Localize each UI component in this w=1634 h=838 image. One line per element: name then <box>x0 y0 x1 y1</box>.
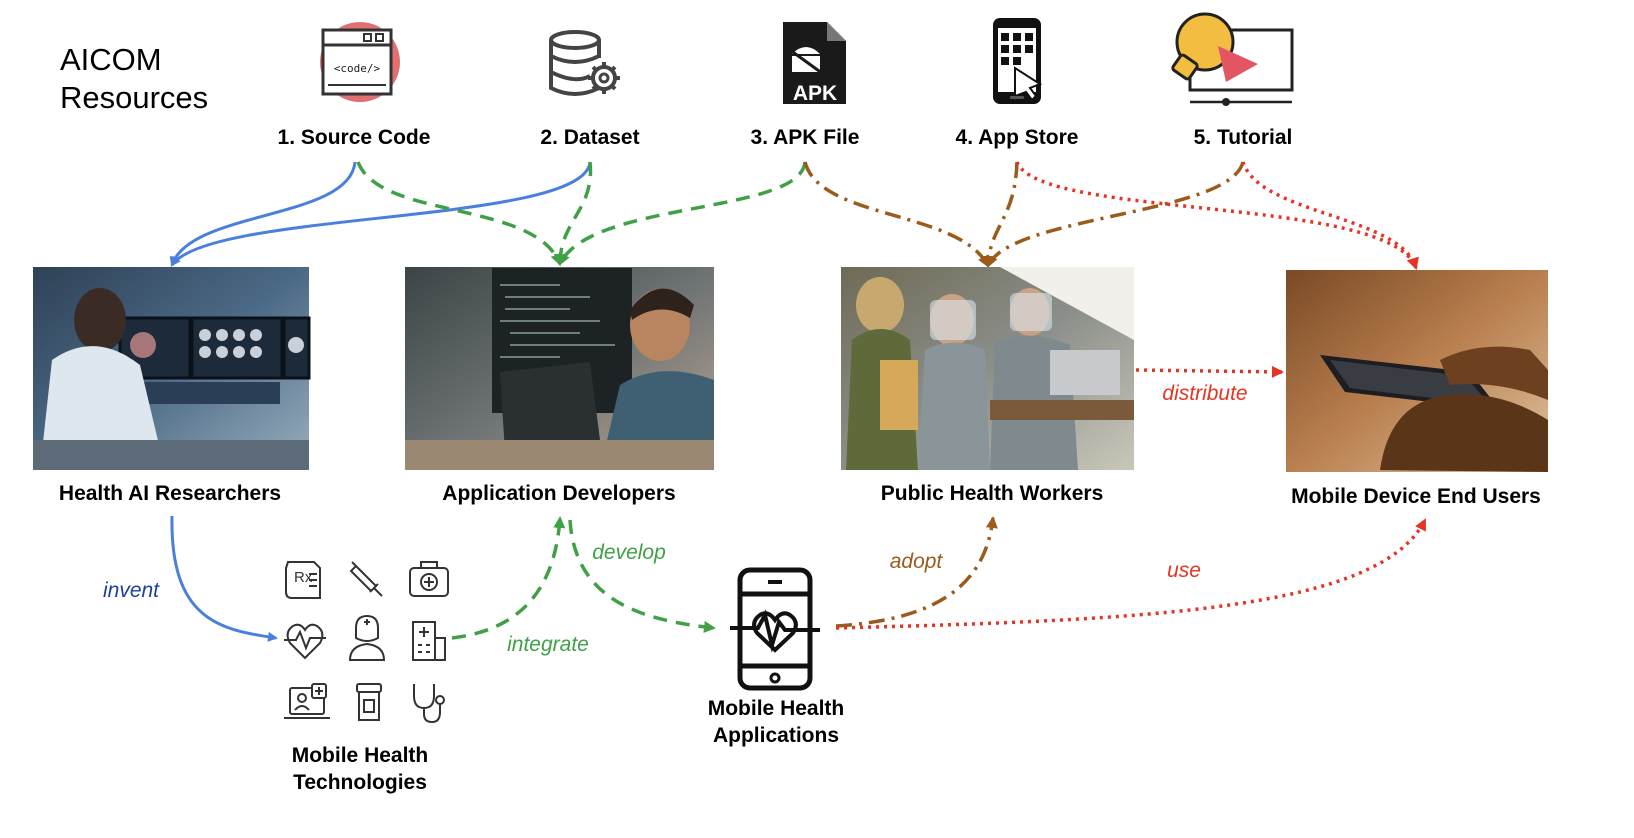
resource-label-source-code: 1. Source Code <box>278 126 431 149</box>
prescription-icon: Rx <box>285 561 321 599</box>
arrow-workers-to-endusers <box>1135 365 1284 378</box>
resource-label-apk-file: 3. APK File <box>751 126 860 149</box>
edge-label-use: use <box>1167 559 1201 582</box>
svg-text:Rx: Rx <box>294 569 313 586</box>
arrow-developers-to-applications <box>568 519 716 633</box>
hand-holding-phone-photo <box>1286 270 1548 472</box>
first-aid-kit-icon <box>409 561 449 597</box>
heartbeat-icon <box>284 623 326 660</box>
stakeholder-label-developers: Application Developers <box>442 482 675 505</box>
edge-label-invent: invent <box>103 579 160 602</box>
title-line-1: AICOM <box>60 42 162 77</box>
edge-label-adopt: adopt <box>890 550 944 573</box>
apk-icon-text: APK <box>793 82 837 105</box>
code-window-icon: <code/> <box>320 22 400 102</box>
pill-bottle-icon <box>356 683 382 721</box>
smartphone-app-grid-icon <box>993 18 1043 104</box>
arrow-applications-to-endusers <box>835 518 1427 630</box>
aicom-resources-title: AICOM Resources <box>60 42 208 115</box>
resource-label-dataset: 2. Dataset <box>540 126 639 149</box>
resource-label-tutorial: 5. Tutorial <box>1194 126 1293 149</box>
arrow-apk-to-developers <box>558 161 807 266</box>
title-line-2: Resources <box>60 80 208 115</box>
telemedicine-icon <box>284 683 330 719</box>
applications-label-line-1: Mobile Health <box>708 697 845 720</box>
resource-label-app-store: 4. App Store <box>956 126 1079 149</box>
stakeholder-label-researchers: Health AI Researchers <box>59 482 281 505</box>
apk-file-icon: APK <box>783 22 846 105</box>
applications-label-line-2: Applications <box>713 724 839 747</box>
stethoscope-icon <box>413 684 445 724</box>
arrow-tutorial-to-workers <box>986 161 1245 268</box>
stakeholder-label-workers: Public Health Workers <box>881 482 1104 505</box>
arrow-technologies-to-developers <box>451 516 566 640</box>
technology-icons-grid: Rx <box>284 561 449 724</box>
edge-label-distribute: distribute <box>1162 382 1247 405</box>
phone-heart-pulse-icon <box>730 567 820 691</box>
developer-coding-photo <box>405 267 714 470</box>
nurse-icon <box>348 614 386 661</box>
arrow-applications-to-workers <box>835 516 998 628</box>
researcher-brain-scans-photo <box>33 267 311 470</box>
arrow-tutorial-to-endusers <box>1241 161 1419 270</box>
syringe-icon <box>349 561 383 597</box>
code-icon-text: <code/> <box>334 62 381 75</box>
hospital-icon <box>412 621 446 661</box>
arrow-researchers-to-technologies <box>170 515 278 642</box>
arrow-sourcecode-to-researchers <box>169 161 357 267</box>
arrow-apk-to-workers <box>803 161 990 268</box>
database-gear-icon <box>549 30 620 96</box>
arrow-appstore-to-workers <box>982 161 1019 268</box>
arrow-dataset-to-developers <box>554 161 593 266</box>
health-workers-face-shields-photo <box>841 267 1134 470</box>
lightbulb-video-icon <box>1171 12 1294 106</box>
edge-label-develop: develop <box>592 541 666 564</box>
edge-label-integrate: integrate <box>507 633 589 656</box>
technologies-label-line-1: Mobile Health <box>292 744 429 767</box>
technologies-label-line-2: Technologies <box>293 771 427 794</box>
stakeholder-label-endusers: Mobile Device End Users <box>1291 485 1541 508</box>
arrow-dataset-to-researchers <box>170 161 592 267</box>
arrow-sourcecode-to-developers <box>356 161 562 266</box>
arrow-appstore-to-endusers <box>1015 161 1419 270</box>
